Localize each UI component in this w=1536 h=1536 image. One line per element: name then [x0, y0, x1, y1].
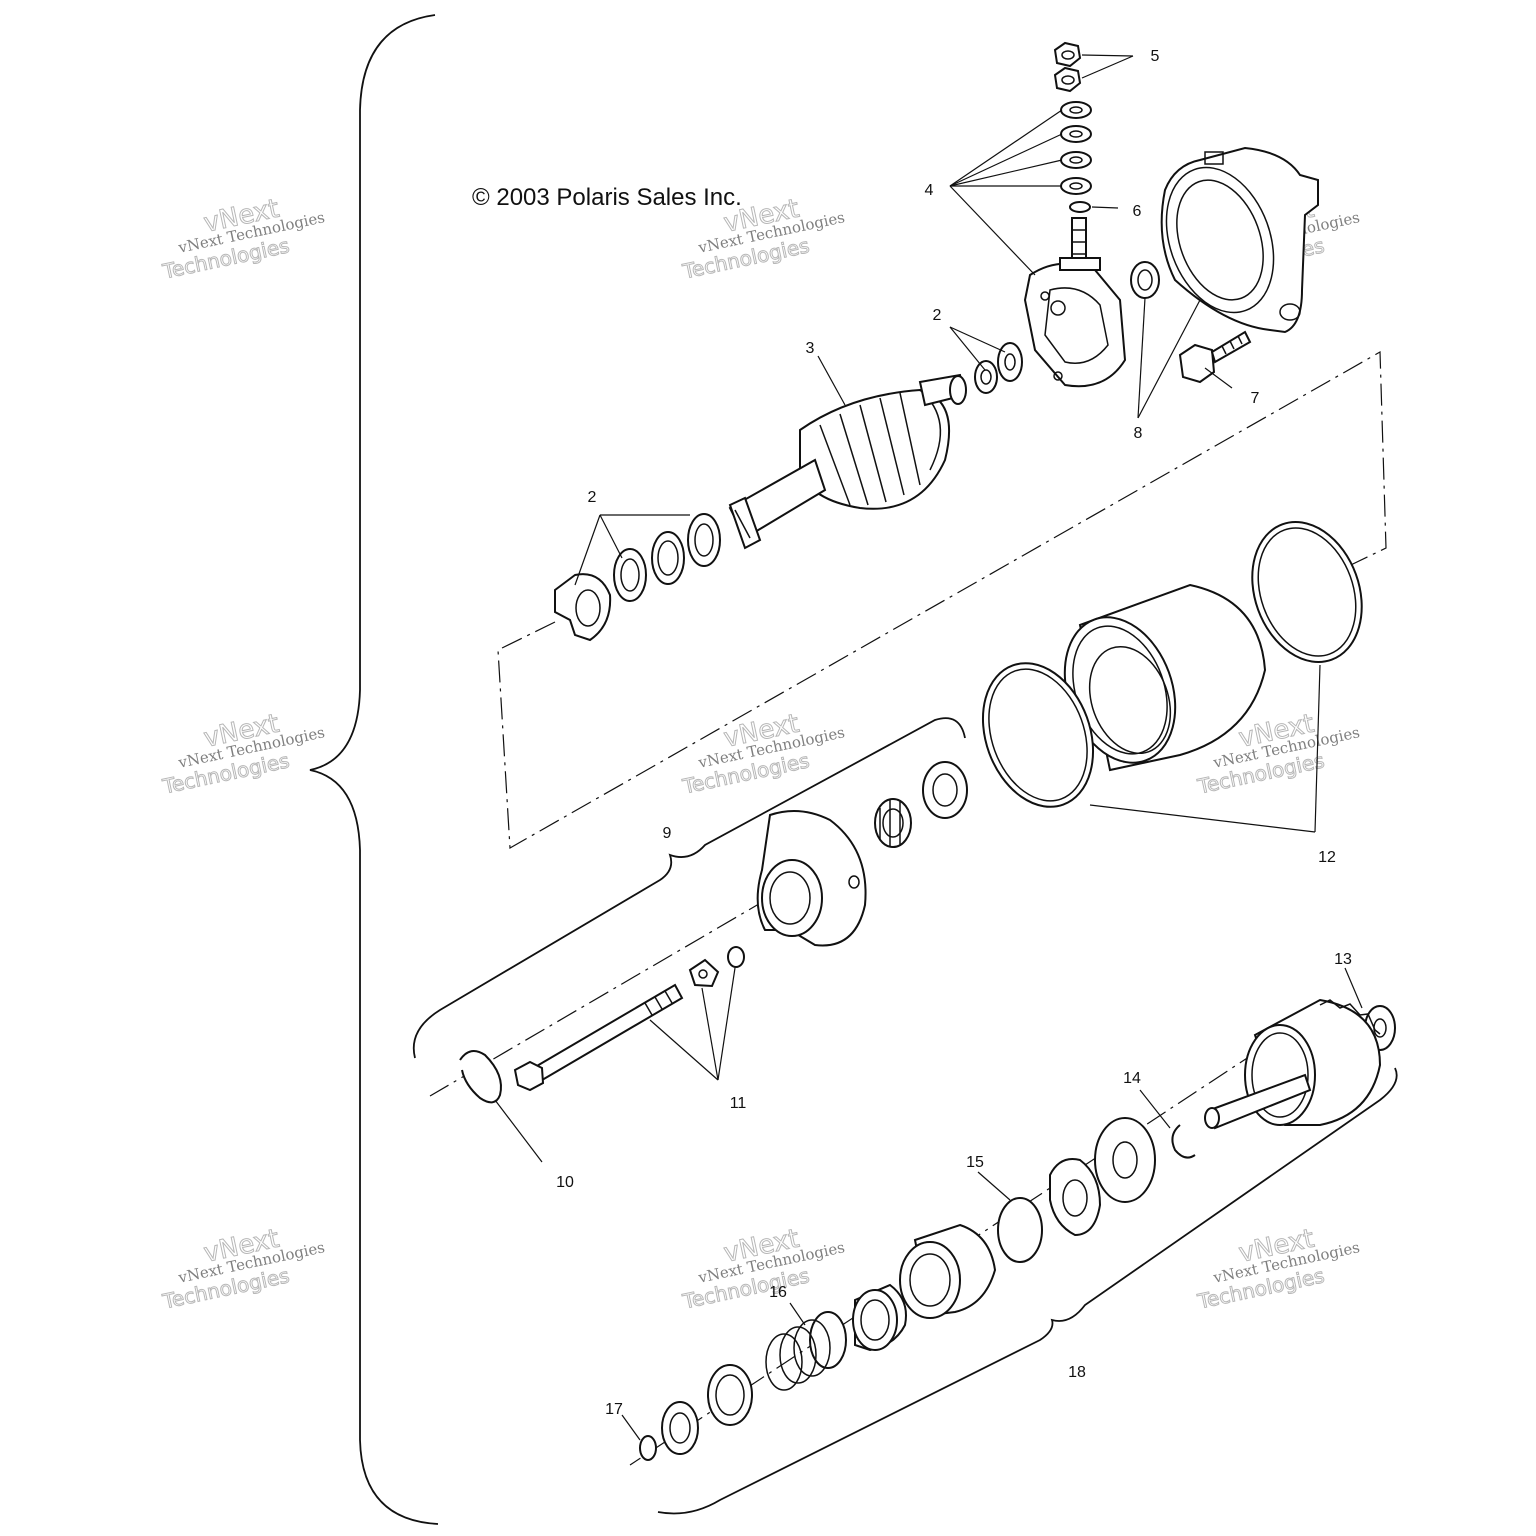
part-10-snap-ring: [459, 1050, 502, 1104]
watermark-mid-center: vNext vNext Technologies Technologies: [679, 708, 846, 799]
callout-14: 14: [1123, 1070, 1141, 1087]
callout-labels: 5 4 6 2 3 7 8 2 9 12 13 11 14 10 15 16 1…: [556, 48, 1352, 1418]
callout-13: 13: [1334, 951, 1352, 968]
part-5-nuts: [1053, 41, 1082, 93]
part-2-upper-washers: [974, 342, 1023, 394]
copyright-text: © 2003 Polaris Sales Inc.: [472, 184, 742, 211]
part-11-through-bolt: [513, 946, 745, 1092]
part-12-yoke-and-seals: [981, 521, 1363, 808]
part-7-bolt: [1178, 330, 1252, 384]
part-8-end-cap: [1130, 146, 1319, 334]
part-3-armature: [728, 373, 967, 550]
part-16-spring: [765, 1311, 847, 1391]
callout-11: 11: [730, 1095, 747, 1112]
watermark-top-left: vNext vNext Technologies Technologies: [159, 193, 326, 284]
watermark-mid-left: vNext vNext Technologies Technologies: [159, 708, 326, 799]
assembly-brace: [309, 14, 439, 1525]
watermark-bottom-center: vNext vNext Technologies Technologies: [679, 1223, 846, 1314]
part-2-lower-washers: [554, 513, 721, 642]
part-9-front-bracket: [756, 761, 968, 947]
part-6-o-ring: [1069, 201, 1091, 213]
brush-plate-assembly: [1023, 217, 1127, 388]
watermark-bottom-left: vNext vNext Technologies Technologies: [159, 1223, 326, 1314]
callout-15: 15: [966, 1154, 984, 1171]
callout-16: 16: [769, 1284, 787, 1301]
leader-lines: [494, 54, 1363, 1441]
callout-9: 9: [663, 825, 672, 842]
stopper-and-collar: [1049, 1117, 1156, 1237]
callout-10: 10: [556, 1174, 574, 1191]
callout-12: 12: [1318, 849, 1336, 866]
callout-2-upper: 2: [933, 307, 942, 324]
callout-8: 8: [1134, 425, 1143, 442]
part-4-washers: [1060, 101, 1092, 195]
clutch-gear-shaft: [1204, 998, 1382, 1130]
pinion-clutch: [852, 1223, 997, 1352]
callout-3: 3: [806, 340, 815, 357]
callout-2-lower: 2: [588, 489, 597, 506]
callout-5: 5: [1151, 48, 1160, 65]
callout-7: 7: [1251, 390, 1260, 407]
callout-4: 4: [925, 182, 934, 199]
part-14-snap-ring: [1171, 1124, 1196, 1159]
part-15-ring: [997, 1197, 1043, 1263]
watermark-bottom-right: vNext vNext Technologies Technologies: [1194, 1223, 1361, 1314]
part-17-collar-clip: [639, 1364, 753, 1461]
callout-17: 17: [605, 1401, 623, 1418]
callout-18: 18: [1068, 1364, 1086, 1381]
callout-6: 6: [1133, 203, 1142, 220]
sub-braces: [412, 717, 1398, 1515]
